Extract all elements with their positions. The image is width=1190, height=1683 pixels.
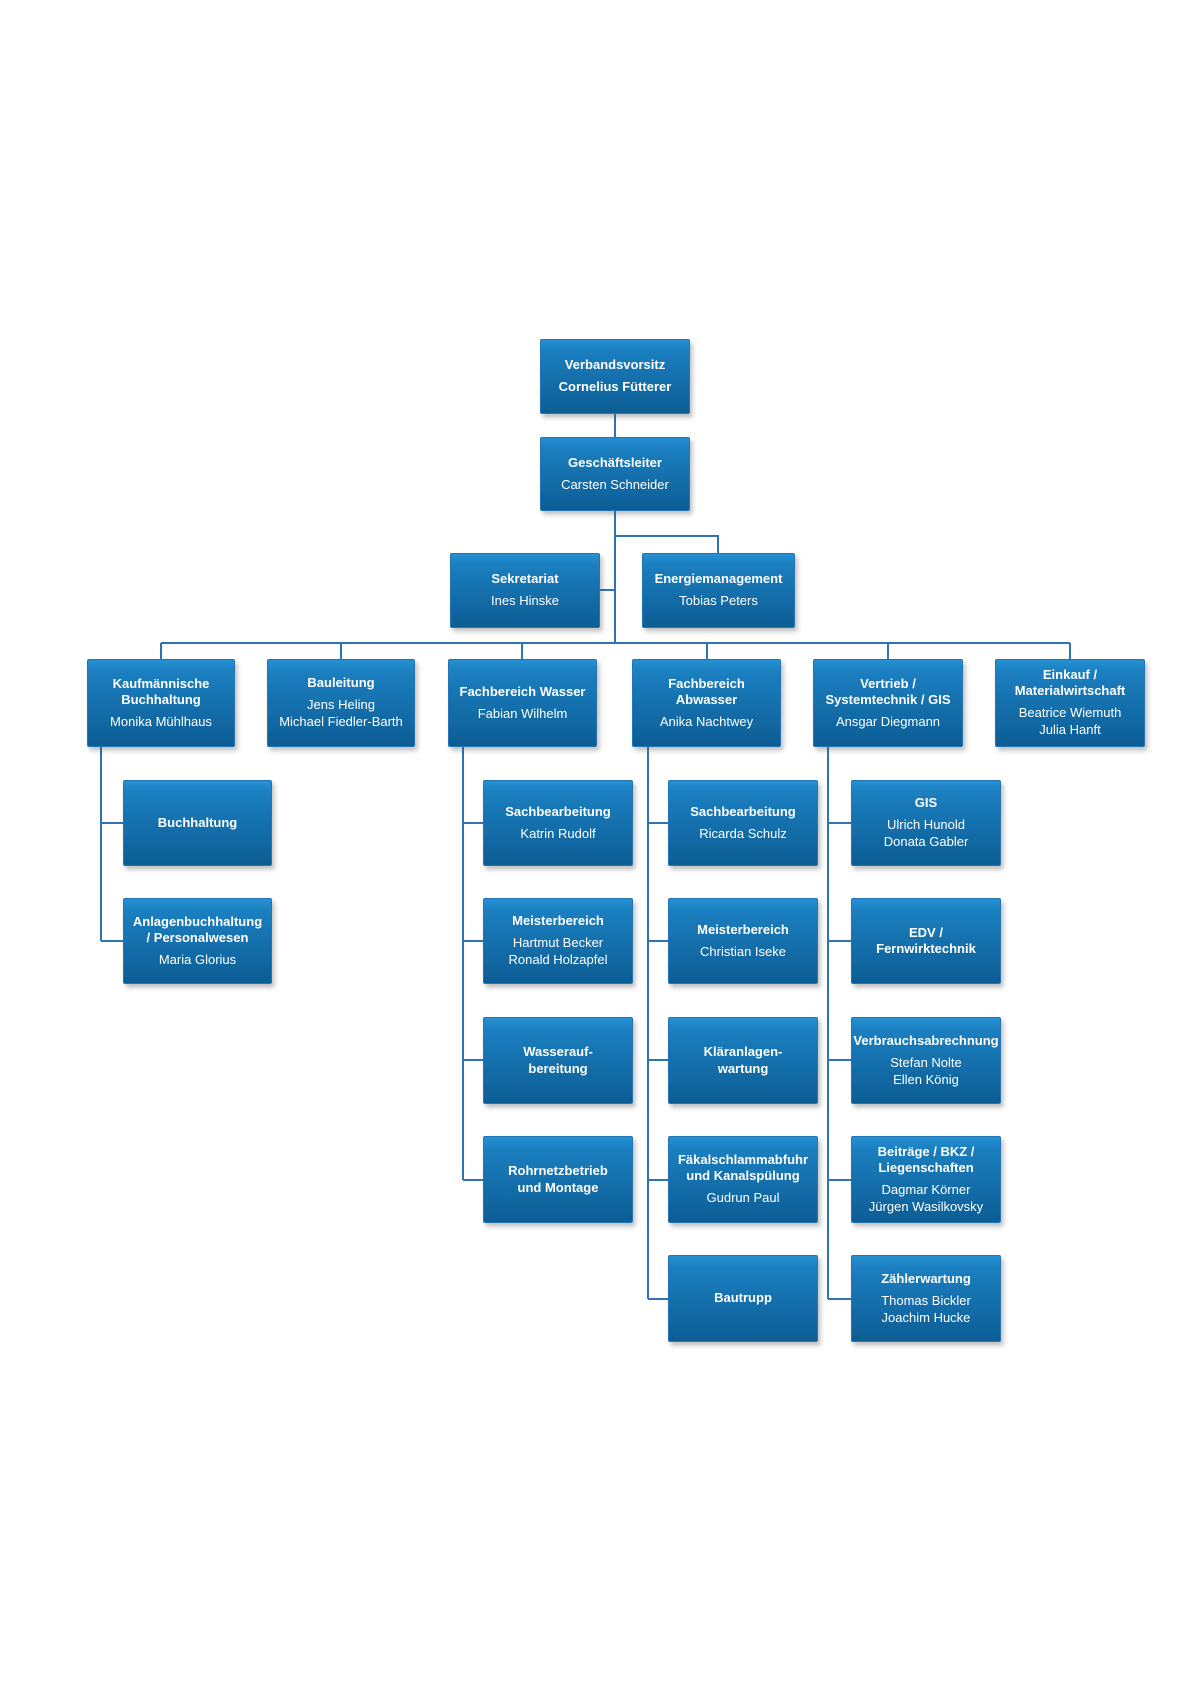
org-node-geschaeftsleiter: Geschäftsleiter Carsten Schneider — [540, 437, 690, 511]
org-node-energiemanagement: Energiemanagement Tobias Peters — [642, 553, 795, 628]
org-node-sachbearbeitung-abwasser: Sachbearbeitung Ricarda Schulz — [668, 780, 818, 866]
org-node-verbrauchsabrechnung: Verbrauchsabrechnung Stefan Nolte Ellen … — [851, 1017, 1001, 1104]
node-title: Sachbearbeitung — [690, 803, 796, 819]
node-title: Einkauf / Materialwirtschaft — [1014, 667, 1126, 699]
node-names: Carsten Schneider — [561, 476, 669, 492]
org-node-buchhaltung: Buchhaltung — [123, 780, 272, 866]
node-title: Fachbereich Wasser — [459, 683, 586, 699]
node-title: Verbandsvorsitz — [564, 357, 666, 373]
org-node-kaufmaennische-buchhaltung: Kaufmännische Buchhaltung Monika Mühlhau… — [87, 659, 235, 747]
org-node-vertrieb: Vertrieb / Systemtechnik / GIS Ansgar Di… — [813, 659, 963, 747]
node-names: Ricarda Schulz — [699, 825, 787, 841]
node-names: Christian Iseke — [700, 943, 786, 959]
node-title: Sachbearbeitung — [505, 803, 611, 819]
node-title: Meisterbereich — [697, 921, 789, 937]
node-title: Geschäftsleiter — [568, 454, 662, 470]
org-node-rohrnetzbetrieb: Rohrnetzbetrieb und Montage — [483, 1136, 633, 1223]
org-node-meisterbereich-wasser: Meisterbereich Hartmut Becker Ronald Hol… — [483, 898, 633, 984]
node-names: Tobias Peters — [679, 593, 758, 609]
node-names: Stefan Nolte Ellen König — [890, 1054, 962, 1087]
connector-subtree-fachbereich-wasser — [462, 747, 483, 1181]
node-names: Beatrice Wiemuth Julia Hanft — [1018, 705, 1122, 738]
connector-subtree-fachbereich-abwasser — [647, 747, 668, 1300]
connector-subtree-vertrieb — [827, 747, 851, 1300]
org-node-beitraege: Beiträge / BKZ / Liegenschaften Dagmar K… — [851, 1136, 1001, 1223]
org-node-anlagenbuchhaltung: Anlagenbuchhaltung / Personalwesen Maria… — [123, 898, 272, 984]
org-node-sekretariat: Sekretariat Ines Hinske — [450, 553, 600, 628]
org-node-edv-fernwirktechnik: EDV / Fernwirktechnik — [851, 898, 1001, 984]
node-title: Fachbereich Abwasser — [668, 675, 745, 707]
node-names: Jens Heling Michael Fiedler-Barth — [279, 697, 403, 730]
node-title: Zählerwartung — [881, 1270, 971, 1286]
org-node-fachbereich-wasser: Fachbereich Wasser Fabian Wilhelm — [448, 659, 597, 747]
org-node-zaehlerwartung: Zählerwartung Thomas Bickler Joachim Huc… — [851, 1255, 1001, 1342]
node-title: Energiemanagement — [654, 571, 783, 587]
org-node-fachbereich-abwasser: Fachbereich Abwasser Anika Nachtwey — [632, 659, 781, 747]
node-names: Monika Mühlhaus — [110, 713, 212, 729]
connector-branch-energiemanagement — [615, 535, 719, 553]
node-title: Wasserauf- bereitung — [523, 1044, 593, 1076]
org-node-faekalschlammabfuhr: Fäkalschlammabfuhr und Kanalspülung Gudr… — [668, 1136, 818, 1223]
org-node-meisterbereich-abwasser: Meisterbereich Christian Iseke — [668, 898, 818, 984]
node-names: Ansgar Diegmann — [835, 713, 941, 729]
node-title: Kläranlagen- wartung — [703, 1044, 783, 1076]
node-names: Anika Nachtwey — [659, 713, 754, 729]
node-title: Meisterbereich — [512, 913, 604, 929]
node-names: Gudrun Paul — [706, 1190, 780, 1206]
org-node-gis: GIS Ulrich Hunold Donata Gabler — [851, 780, 1001, 866]
node-title: Anlagenbuchhaltung / Personalwesen — [132, 913, 263, 945]
node-names: Maria Glorius — [158, 951, 237, 967]
node-title: Bautrupp — [714, 1290, 772, 1306]
node-title: GIS — [914, 795, 938, 811]
node-title: Rohrnetzbetrieb und Montage — [508, 1163, 608, 1195]
node-names: Dagmar Körner Jürgen Wasilkovsky — [868, 1181, 984, 1214]
node-names: Fabian Wilhelm — [477, 705, 568, 721]
org-node-sachbearbeitung-wasser: Sachbearbeitung Katrin Rudolf — [483, 780, 633, 866]
node-names: Ines Hinske — [491, 593, 559, 609]
node-title: Buchhaltung — [157, 814, 238, 830]
node-title: Bauleitung — [307, 675, 375, 691]
org-node-einkauf: Einkauf / Materialwirtschaft Beatrice Wi… — [995, 659, 1145, 747]
org-node-klaeranlagenwartung: Kläranlagen- wartung — [668, 1017, 818, 1104]
node-title: Verbrauchsabrechnung — [853, 1032, 999, 1048]
connector-bus-drops — [160, 643, 1071, 659]
node-title: Sekretariat — [491, 571, 559, 587]
node-names: Thomas Bickler Joachim Hucke — [881, 1292, 971, 1325]
node-title: Beiträge / BKZ / Liegenschaften — [877, 1143, 975, 1175]
node-names: Ulrich Hunold Donata Gabler — [883, 817, 969, 850]
node-title: Fäkalschlammabfuhr und Kanalspülung — [677, 1152, 809, 1184]
org-node-bauleitung: Bauleitung Jens Heling Michael Fiedler-B… — [267, 659, 415, 747]
org-node-verbandsvorsitz: Verbandsvorsitz Cornelius Fütterer — [540, 339, 690, 414]
node-title: EDV / Fernwirktechnik — [876, 924, 976, 956]
node-names: Hartmut Becker Ronald Holzapfel — [508, 935, 608, 968]
node-title: Kaufmännische Buchhaltung — [112, 675, 210, 707]
connector-subtree-kaufmaennische-buchhaltung — [100, 747, 123, 942]
node-names: Katrin Rudolf — [520, 825, 596, 841]
org-node-wasseraufbereitung: Wasserauf- bereitung — [483, 1017, 633, 1104]
org-node-bautrupp: Bautrupp — [668, 1255, 818, 1342]
node-title: Vertrieb / Systemtechnik / GIS — [825, 675, 951, 707]
node-names: Cornelius Fütterer — [558, 379, 672, 395]
